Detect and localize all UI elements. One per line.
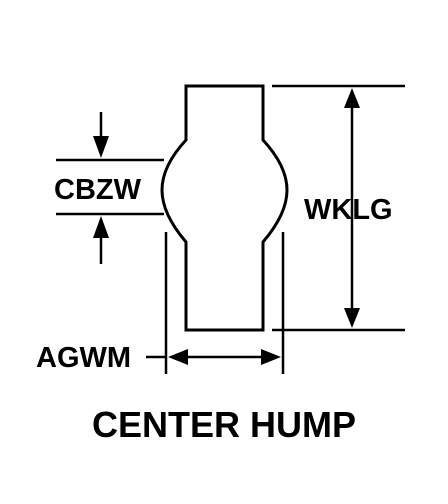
wklg-label: WKLG [304,194,393,226]
part-outline [160,84,289,332]
agwm-arrowhead-right [261,349,281,365]
cbzw-arrowhead-bottom [93,216,109,238]
wklg-arrowhead-top [344,88,360,108]
cbzw-arrowhead-top [93,136,109,158]
agwm-arrowhead-left [168,349,188,365]
cbzw-label: CBZW [54,174,141,206]
wklg-arrowhead-bottom [344,308,360,328]
agwm-label: AGWM [36,342,132,374]
diagram-title: CENTER HUMP [91,404,356,445]
